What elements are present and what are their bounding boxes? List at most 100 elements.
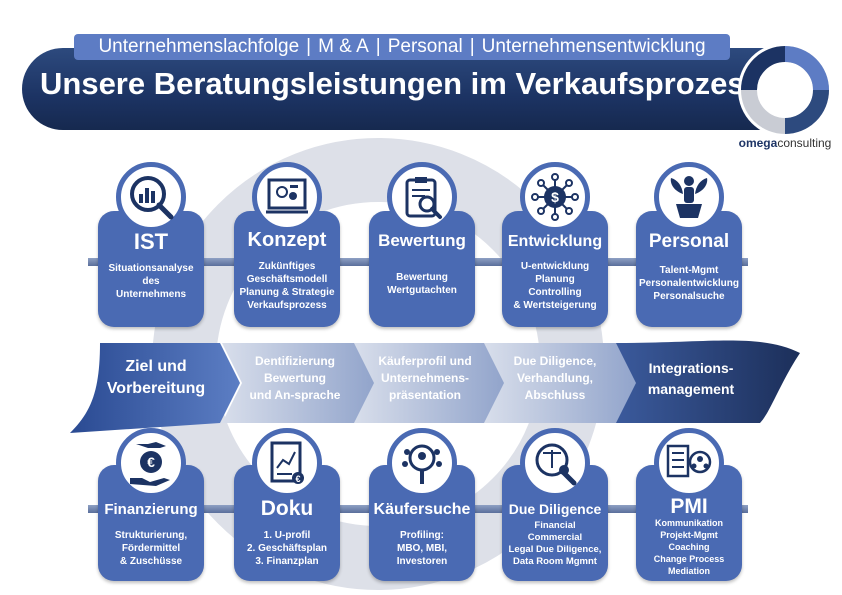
card-title: Konzept	[247, 229, 327, 251]
process-step-5: Integrations- management	[626, 358, 756, 400]
dollar-network-icon: $	[520, 162, 590, 232]
card-description: Financial Commercial Legal Due Diligence…	[502, 520, 608, 568]
desc-line: Investoren	[396, 556, 448, 567]
document-chart-icon: €	[252, 428, 322, 498]
process-step-1-shape	[70, 343, 240, 433]
step-line: Bewertung	[263, 371, 326, 385]
tag-personal: Personal	[387, 36, 463, 57]
desc-line: Profiling:	[400, 530, 444, 541]
card-description: Talent-Mgmt Personalentwicklung Personal…	[636, 264, 742, 303]
process-step-2-shape	[222, 343, 380, 423]
desc-line: Mediation	[668, 566, 710, 576]
tag-separator: |	[375, 36, 381, 57]
desc-line: Zukünftiges	[258, 261, 316, 272]
card-title: IST	[133, 229, 169, 254]
omega-logo	[738, 43, 832, 137]
step-line: Käuferprofil und	[378, 354, 472, 368]
desc-line: Projekt-Mgmt	[660, 530, 718, 540]
desc-line: Strukturierung,	[114, 530, 188, 541]
step-line: Ziel und	[125, 358, 187, 375]
header-banner	[22, 48, 814, 130]
svg-text:€: €	[295, 474, 300, 484]
magnify-chart-icon	[116, 162, 186, 232]
process-step-3: Käuferprofil und Unternehmens- präsentat…	[360, 353, 490, 404]
process-step-4: Due Diligence, Verhandlung, Abschluss	[490, 353, 620, 404]
step-line: Unternehmens-	[380, 371, 469, 385]
card-title: Finanzierung	[104, 501, 198, 518]
desc-line: Wertgutachten	[387, 285, 457, 296]
card-title: Bewertung	[378, 231, 466, 250]
card-description: Kommunikation Projekt-Mgmt Coaching Chan…	[636, 517, 742, 577]
desc-line: Verkaufsprozess	[247, 300, 327, 311]
card-description: Situationsanalyse des Unternehmens	[98, 262, 204, 301]
omega-logo-icon	[741, 46, 829, 134]
desc-line: Financial	[534, 520, 576, 531]
clipboard-search-icon	[387, 162, 457, 232]
logo-regular: consulting	[777, 136, 832, 150]
svg-text:€: €	[147, 454, 155, 470]
card-description: Profiling: MBO, MBI, Investoren	[369, 529, 475, 568]
step-line: Integrations-	[648, 360, 734, 376]
desc-line: Geschäftsmodell	[246, 274, 328, 285]
desc-line: des	[142, 276, 160, 287]
desc-line: Personalsuche	[653, 291, 725, 302]
card-title: Due Diligence	[508, 501, 602, 517]
card-title: Doku	[260, 497, 314, 520]
desc-line: 2. Geschäftsplan	[246, 543, 328, 554]
desc-line: Kommunikation	[654, 518, 723, 528]
desc-line: Fördermittel	[121, 543, 181, 554]
step-line: Dentifizierung	[255, 354, 335, 368]
process-step-1: Ziel und Vorbereitung	[96, 356, 216, 400]
card-title: Entwicklung	[507, 233, 603, 250]
process-step-5-shape	[616, 340, 800, 423]
desc-line: Personalentwicklung	[638, 278, 740, 289]
desc-line: Unternehmens	[115, 289, 186, 300]
scale-search-icon	[520, 428, 590, 498]
checklist-team-icon	[654, 428, 724, 498]
page-title: Unsere Beratungsleistungen im Verkaufspr…	[40, 66, 762, 101]
card-due-diligence: Due Diligence Financial Commercial Legal…	[502, 465, 608, 581]
step-line: management	[647, 381, 735, 397]
process-arrow-band	[70, 340, 800, 433]
step-line: Abschluss	[524, 388, 586, 402]
card-description: Strukturierung, Fördermittel & Zuschüsse	[98, 529, 204, 568]
desc-line: Commercial	[527, 532, 583, 543]
desc-line: U-entwicklung	[520, 261, 590, 272]
card-description: Bewertung Wertgutachten	[369, 271, 475, 297]
card-title: Käufersuche	[373, 501, 471, 518]
card-description: U-entwicklung Planung Controlling & Wert…	[502, 260, 608, 312]
euro-hand-icon: €	[116, 428, 186, 498]
tag-separator: |	[469, 36, 475, 57]
step-line: Verhandlung,	[516, 371, 593, 385]
desc-line: Bewertung	[396, 272, 448, 283]
desc-line: 1. U-profil	[263, 530, 311, 541]
desc-line: MBO, MBI,	[397, 543, 447, 554]
tag-development: Unternehmensentwicklung	[481, 36, 706, 57]
card-title: Personal	[648, 231, 730, 252]
step-line: präsentation	[388, 388, 461, 402]
service-tags-bar: Unternehmenslachfolge | M & A | Personal…	[74, 34, 730, 60]
process-step-4-shape	[484, 343, 642, 423]
svg-text:$: $	[551, 189, 559, 205]
card-description: 1. U-profil 2. Geschäftsplan 3. Finanzpl…	[234, 529, 340, 568]
card-personal: Personal Talent-Mgmt Personalentwicklung…	[636, 211, 742, 327]
step-line: und An-sprache	[249, 388, 341, 402]
process-step-3-shape	[354, 343, 510, 423]
card-kaeufersuche: Käufersuche Profiling: MBO, MBI, Investo…	[369, 465, 475, 581]
desc-line: & Wertsteigerung	[513, 300, 597, 311]
process-step-2: Dentifizierung Bewertung und An-sprache	[230, 353, 360, 404]
step-line: Vorbereitung	[106, 380, 206, 397]
desc-line: Change Process	[653, 554, 725, 564]
tag-separator: |	[306, 36, 312, 57]
logo-bold: omega	[738, 136, 778, 150]
desc-line: Planung & Strategie	[239, 287, 335, 298]
desc-line: 3. Finanzplan	[255, 556, 319, 567]
logo-wordmark: omegaconsulting	[730, 136, 840, 150]
desc-line: Planung	[535, 274, 575, 285]
step-line: Due Diligence,	[513, 354, 597, 368]
desc-line: Situationsanalyse	[108, 263, 194, 274]
card-title: PMI	[670, 495, 708, 518]
tag-ma: M & A	[318, 36, 369, 57]
desc-line: Data Room Mgmnt	[513, 556, 597, 567]
desc-line: Coaching	[668, 542, 710, 552]
